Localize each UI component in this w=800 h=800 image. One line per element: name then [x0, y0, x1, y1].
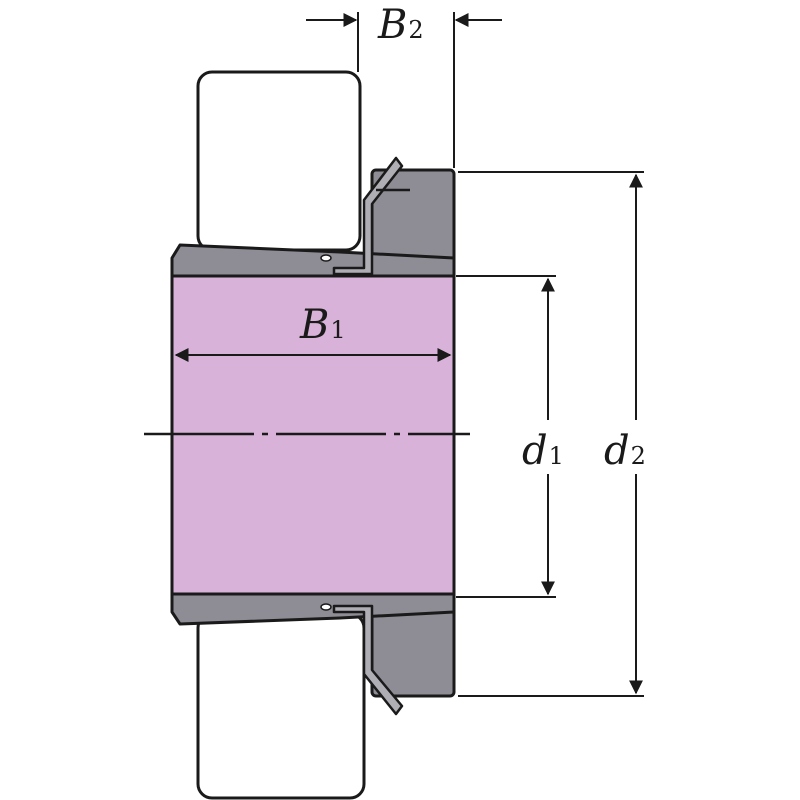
b1-label: B1: [299, 302, 346, 348]
seat-mark-upper: [320, 254, 332, 262]
d2-label: d2: [604, 428, 646, 474]
lock-washer-lower: [332, 604, 404, 716]
bearing-ring-lower: [196, 612, 366, 800]
d1-label: d1: [522, 428, 564, 474]
lock-washer-upper: [332, 156, 404, 276]
seat-mark-lower: [320, 603, 332, 611]
bearing-ring-upper: [196, 70, 362, 252]
b2-label: B2: [377, 2, 424, 48]
